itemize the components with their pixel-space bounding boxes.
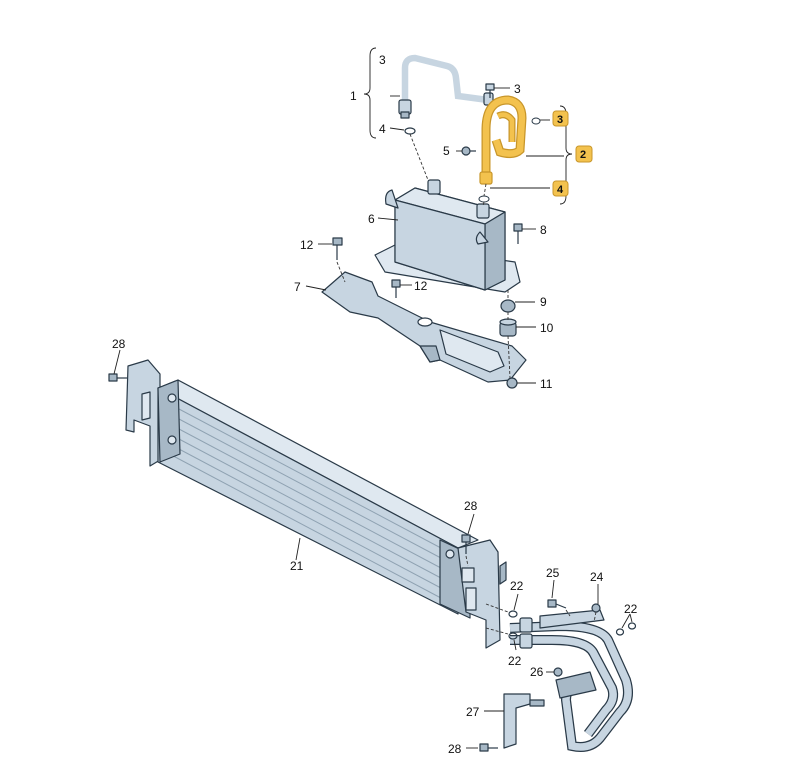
- bracket[interactable]: [321, 271, 527, 383]
- callout-8[interactable]: 8: [540, 223, 547, 237]
- transmission-radiator[interactable]: [125, 359, 507, 649]
- bolt-part-12-bracket[interactable]: [391, 279, 401, 298]
- highlight-badges: [552, 110, 593, 197]
- nut-part-24[interactable]: [591, 603, 601, 613]
- radiator-fins: [161, 399, 457, 607]
- callout-28-bottom[interactable]: 28: [448, 742, 462, 756]
- mount-part-9[interactable]: [500, 299, 516, 313]
- callout-25[interactable]: 25: [546, 566, 560, 580]
- o-ring-part-3-highlighted[interactable]: [531, 117, 541, 125]
- bolt-part-5[interactable]: [461, 146, 476, 156]
- callout-12-left[interactable]: 12: [300, 238, 314, 252]
- callout-28-left[interactable]: 28: [112, 337, 126, 351]
- callout-labels: 1 3 3 4 5 3 2 4 6 8 12 7 12 9 10 11 28 2…: [112, 53, 638, 756]
- callout-7[interactable]: 7: [294, 280, 301, 294]
- highlight-badge-3: [552, 110, 569, 127]
- callout-10[interactable]: 10: [540, 321, 554, 335]
- callout-2-highlighted[interactable]: 2: [580, 149, 586, 161]
- o-ring-part-4[interactable]: [404, 127, 416, 135]
- bolt-part-25[interactable]: [547, 599, 567, 609]
- leader-lines: [113, 47, 633, 749]
- o-ring-part-4-highlighted[interactable]: [478, 195, 490, 203]
- oil-pipes-lower[interactable]: [509, 609, 633, 752]
- bolt-part-28-left[interactable]: [108, 373, 127, 382]
- oil-pipe-highlighted[interactable]: [479, 95, 527, 185]
- callout-11[interactable]: 11: [540, 377, 553, 391]
- callout-22-upper[interactable]: 22: [510, 579, 524, 593]
- bolt-part-3[interactable]: [485, 83, 495, 98]
- callout-5[interactable]: 5: [443, 144, 450, 158]
- bolt-part-26[interactable]: [553, 667, 563, 677]
- callout-28-right[interactable]: 28: [464, 499, 478, 513]
- callout-3-bolt[interactable]: 3: [514, 82, 521, 96]
- o-ring-part-22-c[interactable]: [615, 628, 625, 636]
- callout-12-bracket[interactable]: 12: [414, 279, 428, 293]
- callout-21[interactable]: 21: [290, 559, 304, 573]
- highlight-badge-4: [552, 180, 569, 197]
- mount-part-10[interactable]: [499, 318, 517, 337]
- bolt-part-8[interactable]: [513, 223, 523, 244]
- bolt-part-28-right[interactable]: [461, 534, 471, 554]
- callout-3-highlighted[interactable]: 3: [557, 114, 563, 126]
- callout-1[interactable]: 1: [350, 89, 357, 103]
- bolt-part-28-bottom[interactable]: [479, 743, 498, 752]
- bracket-part-27[interactable]: [503, 693, 545, 749]
- callout-4-upper[interactable]: 4: [379, 122, 386, 136]
- bolt-part-12-left[interactable]: [332, 237, 343, 260]
- callout-26[interactable]: 26: [530, 665, 544, 679]
- highlight-badge-2: [575, 145, 593, 163]
- o-ring-part-22-a[interactable]: [508, 610, 518, 618]
- callout-3-upper[interactable]: 3: [379, 53, 386, 67]
- oil-pipe-upper[interactable]: [398, 54, 494, 119]
- callout-6[interactable]: 6: [368, 212, 375, 226]
- oil-cooler[interactable]: [374, 179, 521, 293]
- nut-part-11[interactable]: [506, 377, 518, 389]
- o-ring-part-22-d[interactable]: [627, 622, 637, 630]
- callout-24[interactable]: 24: [590, 570, 604, 584]
- o-ring-part-22-b[interactable]: [508, 632, 518, 640]
- callout-9[interactable]: 9: [540, 295, 547, 309]
- callout-4-highlighted[interactable]: 4: [557, 184, 564, 196]
- callout-22-lower[interactable]: 22: [508, 654, 522, 668]
- callout-22-right[interactable]: 22: [624, 602, 638, 616]
- callout-27[interactable]: 27: [466, 705, 480, 719]
